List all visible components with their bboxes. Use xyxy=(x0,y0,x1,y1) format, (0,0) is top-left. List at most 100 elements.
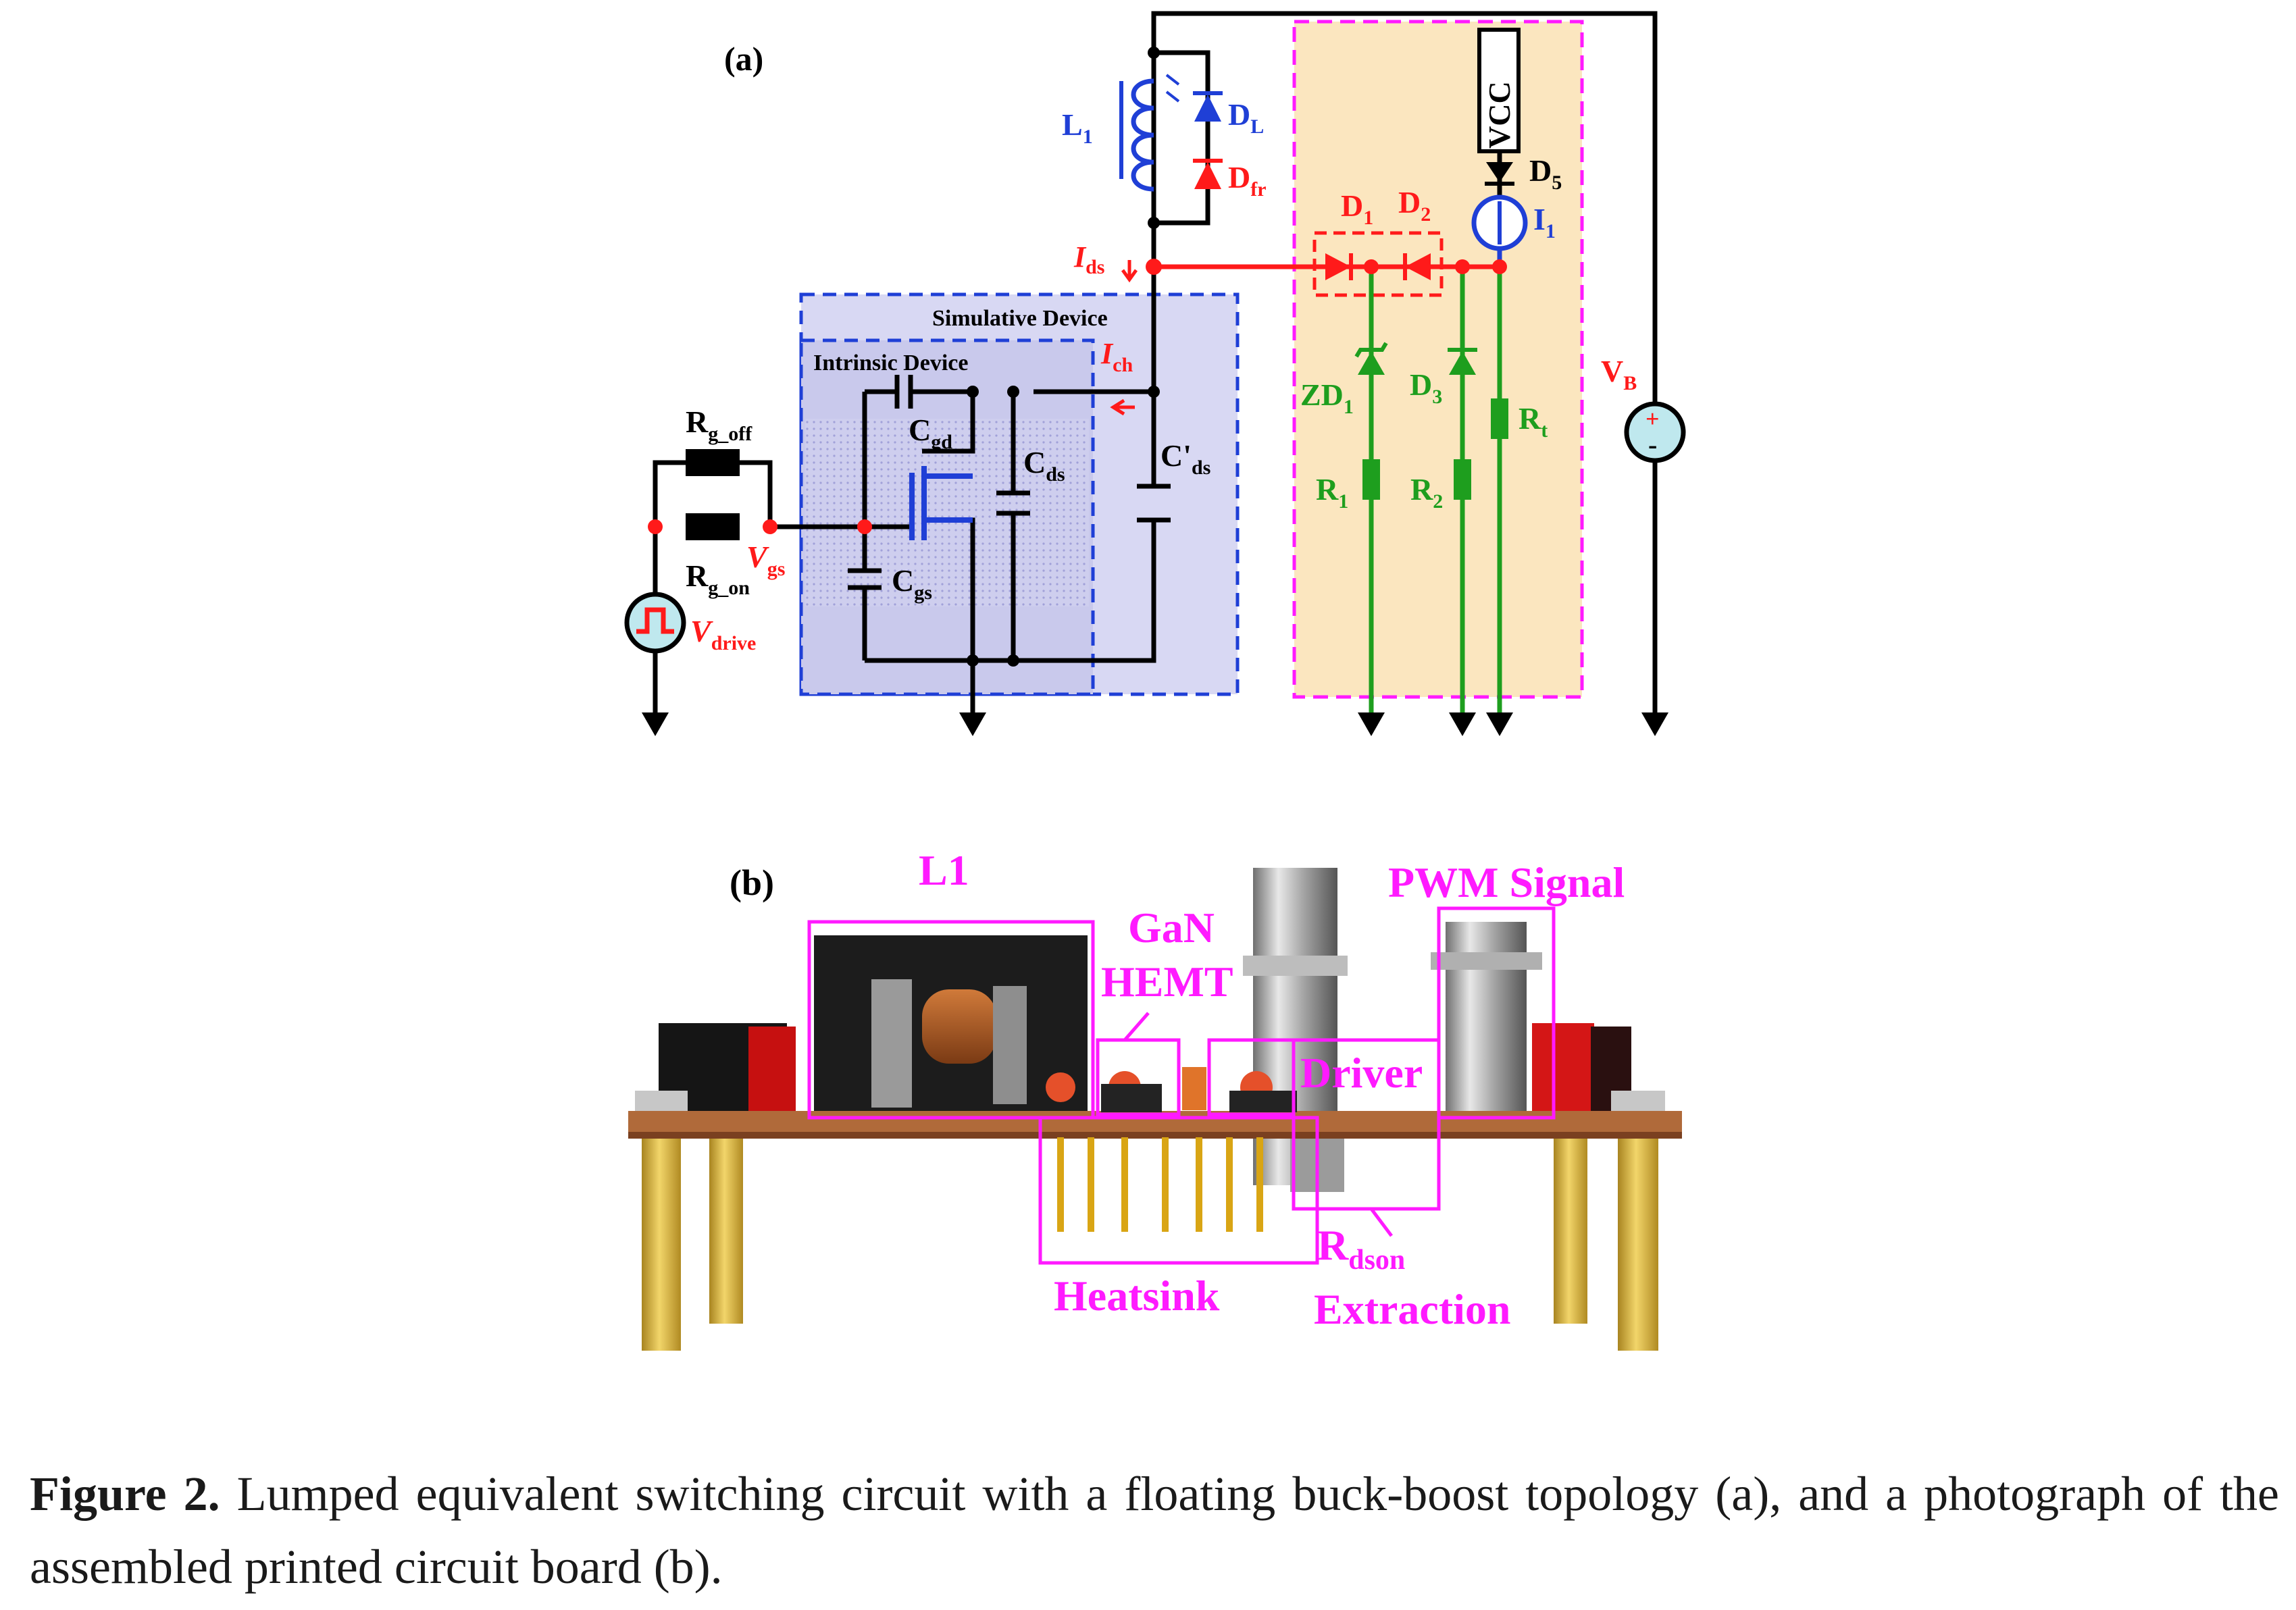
gate-node-dot xyxy=(857,519,872,534)
left-header-red xyxy=(748,1027,796,1111)
vdrive-source-icon xyxy=(624,592,686,654)
pwm-label: PWM Signal xyxy=(1388,858,1625,906)
capacitor-orange xyxy=(1046,1072,1075,1102)
led-branch-wire xyxy=(1154,50,1210,226)
figure-caption: Figure 2. Lumped equivalent switching ci… xyxy=(30,1457,2279,1603)
gan-label-line1: GaN xyxy=(1128,904,1215,952)
heatsink-pin xyxy=(1057,1137,1064,1232)
bnc-connector-1-ring xyxy=(1243,956,1348,976)
panel-b-label: (b) xyxy=(730,862,774,903)
panel-b-pcb-photo: (b) xyxy=(628,846,1682,1351)
vdrive-label: Vdrive xyxy=(690,614,756,654)
ich-arrow-icon xyxy=(1110,398,1135,416)
right-nut xyxy=(1611,1091,1665,1114)
zener-diode-icon xyxy=(1354,342,1388,375)
l1-inductor-clip-2 xyxy=(993,986,1027,1104)
junction-dot xyxy=(967,654,979,667)
current-source-i1-label: I1 xyxy=(1533,202,1556,242)
l1-pcb-label: L1 xyxy=(919,846,969,894)
gan-leader-line xyxy=(1123,1012,1150,1041)
gate-driver-region xyxy=(1292,20,1584,699)
gan-small-part xyxy=(1182,1067,1206,1110)
driver-label: Driver xyxy=(1300,1049,1423,1097)
ids-label: Ids xyxy=(1073,240,1104,278)
cds-prime-bottom-wire xyxy=(865,520,1156,663)
rdson-label: Rdson xyxy=(1317,1221,1405,1276)
l1-inductor-clip xyxy=(871,979,912,1108)
extraction-label: Extraction xyxy=(1314,1285,1511,1333)
svg-text:-: - xyxy=(1648,430,1657,460)
vgs-label: Vgs xyxy=(746,540,785,580)
clamp-diode-d2-icon xyxy=(1403,253,1431,280)
cds-prime-label: C'ds xyxy=(1160,438,1210,479)
inductor-coil-icon xyxy=(1131,78,1154,192)
r2-resistor xyxy=(1454,459,1471,500)
top-bus-wire xyxy=(1151,11,1658,712)
heatsink-pin xyxy=(1196,1137,1202,1232)
cgd-wire xyxy=(865,389,975,454)
r1-resistor-label: R1 xyxy=(1316,472,1348,513)
d3-node-dot xyxy=(1455,259,1470,274)
vdrive-node-dot xyxy=(648,519,663,534)
cds-label: Cds xyxy=(1023,445,1065,486)
led-diode-label: DL xyxy=(1228,97,1264,138)
heatsink-label: Heatsink xyxy=(1054,1272,1220,1320)
rg-off-resistor xyxy=(686,449,740,476)
r1-resistor xyxy=(1362,459,1380,500)
ids-arrow-icon xyxy=(1121,260,1138,283)
bnc-connector-2 xyxy=(1446,922,1527,1118)
diode-d5-label: D5 xyxy=(1529,153,1562,194)
heatsink-pin xyxy=(1256,1137,1263,1232)
panel-a-label: (a) xyxy=(724,40,763,78)
driver-package xyxy=(1229,1091,1297,1112)
heatsink-pin xyxy=(1121,1137,1128,1232)
clamp-diode-d1-icon xyxy=(1325,253,1353,280)
gan-box-1 xyxy=(1096,1038,1181,1116)
left-nut xyxy=(635,1091,688,1114)
ground-arrow-icon xyxy=(642,712,669,736)
junction-dot xyxy=(1148,47,1160,59)
ids-node-dot xyxy=(1146,259,1162,275)
rg-on-label: Rg_on xyxy=(686,559,750,599)
ground-arrow-icon xyxy=(959,712,986,736)
gan-hemt-package xyxy=(1101,1084,1162,1112)
driver-box xyxy=(1292,1038,1441,1211)
heatsink-pin xyxy=(1088,1137,1094,1232)
zener-diode-label: ZD1 xyxy=(1300,378,1354,418)
caption-text: Lumped equivalent switching circuit with… xyxy=(30,1467,2280,1594)
heatsink-box xyxy=(1038,1116,1319,1265)
current-source-i1-icon xyxy=(1471,194,1528,251)
cgd-label: Cgd xyxy=(909,413,952,453)
pcb-board-edge xyxy=(628,1132,1682,1139)
rt-resistor-label: Rt xyxy=(1519,401,1548,442)
right-header-red xyxy=(1532,1023,1594,1111)
vb-label: VB xyxy=(1601,354,1637,394)
simulative-device-label: Simulative Device xyxy=(932,306,1108,331)
gan-label-line2: HEMT xyxy=(1101,958,1233,1006)
junction-dot xyxy=(1007,654,1019,667)
panel-a-schematic: (a) Simulative Device Intrinsic Device xyxy=(624,11,1686,736)
d3-diode-icon xyxy=(1448,348,1477,375)
heatsink-pin xyxy=(1162,1137,1169,1232)
right-brass-standoff-2 xyxy=(1554,1121,1587,1324)
junction-dot xyxy=(1148,386,1160,398)
ground-arrow-icon xyxy=(1449,712,1476,736)
ich-label: Ich xyxy=(1100,337,1133,376)
junction-dot xyxy=(1007,386,1019,398)
rg-off-label: Rg_off xyxy=(686,405,752,445)
left-brass-standoff xyxy=(642,1108,681,1351)
rg-on-resistor xyxy=(686,513,740,540)
led-diode-icon xyxy=(1165,74,1223,122)
clamp-mid-dot xyxy=(1364,259,1379,274)
i1-node-dot xyxy=(1492,259,1507,274)
bnc-connector-2-ring xyxy=(1431,952,1542,970)
heatsink-pin xyxy=(1226,1137,1233,1232)
vb-source-icon: + - xyxy=(1624,401,1686,463)
r2-resistor-label: R2 xyxy=(1410,472,1443,513)
vgs-node-dot xyxy=(763,519,777,534)
rdson-leader-line xyxy=(1370,1208,1393,1237)
ground-arrow-icon xyxy=(1358,712,1385,736)
freewheel-diode-icon xyxy=(1193,159,1223,189)
d3-diode-label: D3 xyxy=(1410,367,1442,408)
